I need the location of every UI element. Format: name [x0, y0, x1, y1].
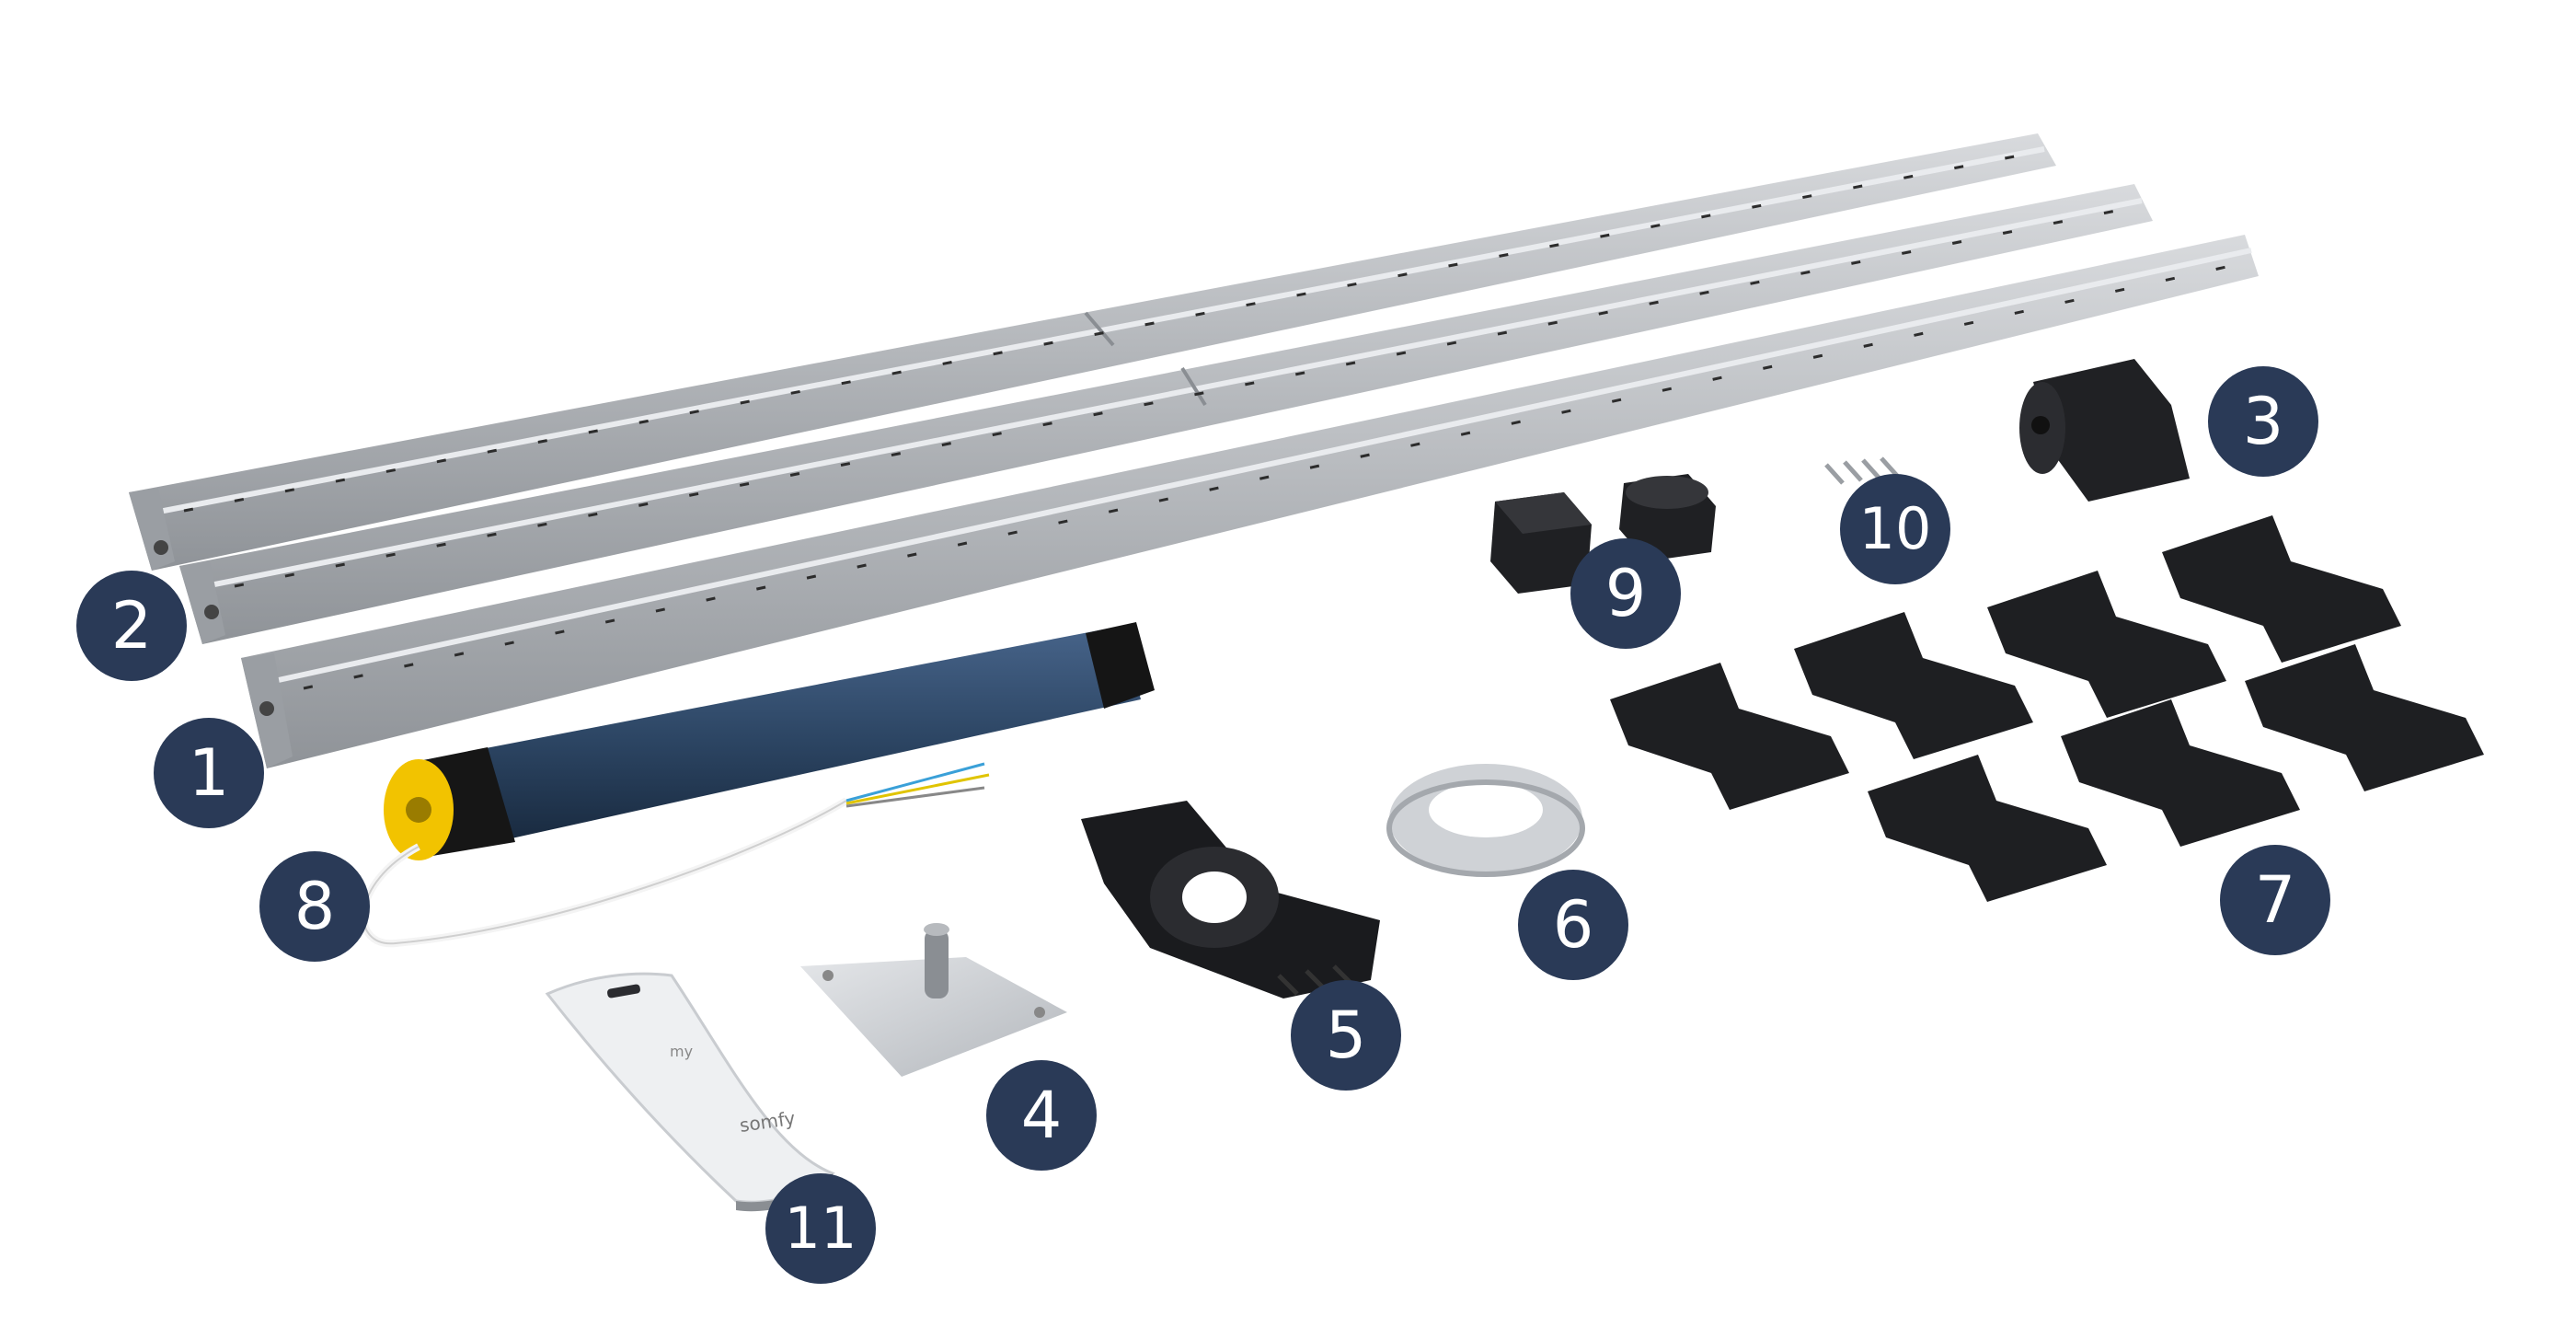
- callout-number-5: 5: [1325, 998, 1367, 1073]
- callout-badge-11: 11: [765, 1173, 876, 1284]
- callout-number-1: 1: [188, 735, 230, 811]
- drive-wheel-adapters-icon: [1490, 474, 1716, 594]
- callout-number-7: 7: [2254, 862, 2296, 938]
- callout-badge-3: 3: [2208, 366, 2318, 477]
- callout-badge-2: 2: [76, 571, 187, 681]
- motor-bracket-icon: [1081, 801, 1380, 998]
- callout-badge-10: 10: [1840, 474, 1950, 584]
- callout-badge-9: 9: [1570, 538, 1681, 649]
- octagonal-tube-back-icon: [129, 133, 2056, 571]
- remote-control-icon: my somfy: [545, 972, 835, 1212]
- remote-my-label: my: [670, 1043, 693, 1060]
- callout-number-4: 4: [1020, 1078, 1063, 1153]
- screws-icon: [1824, 456, 1900, 485]
- shutter-clips-icon: [1610, 515, 2484, 902]
- octagonal-tube-front-icon: [241, 235, 2259, 768]
- callout-badge-1: 1: [154, 718, 264, 828]
- callout-number-6: 6: [1552, 887, 1594, 963]
- callout-number-8: 8: [293, 869, 336, 944]
- mounting-bracket-plate-icon: [800, 923, 1067, 1077]
- tubular-motor-icon: [360, 622, 1155, 948]
- callout-number-2: 2: [110, 588, 153, 664]
- callout-number-9: 9: [1604, 556, 1647, 631]
- callout-badge-7: 7: [2220, 845, 2330, 955]
- end-cap-adapter-icon: [2019, 359, 2190, 502]
- callout-badge-6: 6: [1518, 870, 1628, 980]
- callout-number-11: 11: [784, 1195, 857, 1262]
- callout-badge-8: 8: [259, 851, 370, 962]
- callout-number-10: 10: [1858, 495, 1932, 562]
- callout-badge-5: 5: [1291, 980, 1401, 1091]
- octagonal-tube-middle-icon: [179, 184, 2153, 644]
- crown-adapter-ring-icon: [1386, 764, 1585, 877]
- callout-badge-4: 4: [986, 1060, 1097, 1171]
- callout-number-3: 3: [2242, 384, 2284, 459]
